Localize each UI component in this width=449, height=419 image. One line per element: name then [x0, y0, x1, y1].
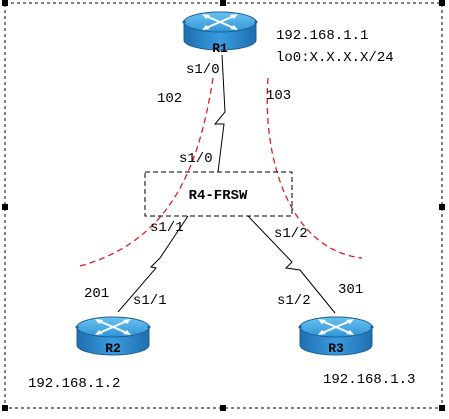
r2-ip: 192.168.1.2 [28, 376, 120, 392]
link-r1-sw [213, 54, 226, 173]
router-r1[interactable]: R1 [183, 11, 257, 56]
dlci-curve-r1-r2 [79, 77, 214, 267]
r1-interface: s1/0 [186, 62, 220, 78]
router-r3[interactable]: R3 [299, 316, 373, 356]
dlci-103: 103 [266, 88, 291, 104]
handle-top-right[interactable] [439, 0, 445, 6]
router-r2-name: R2 [105, 341, 121, 356]
sw-interface-r2: s1/1 [150, 220, 184, 236]
router-r2[interactable]: R2 [76, 316, 150, 356]
sw-interface-r1: s1/0 [179, 151, 213, 167]
r2-interface: s1/1 [133, 293, 167, 309]
handle-bottom-right[interactable] [439, 405, 445, 411]
dlci-curve-r1-r3 [266, 77, 363, 259]
handle-mid-right[interactable] [439, 204, 445, 210]
selection-handles[interactable] [2, 0, 445, 411]
handle-mid-left[interactable] [2, 204, 8, 210]
r1-ip: 192.168.1.1 [276, 28, 368, 44]
dlci-102: 102 [157, 91, 182, 107]
sw-interface-r3: s1/2 [274, 226, 308, 242]
dlci-301: 301 [338, 282, 363, 298]
handle-bottom-mid[interactable] [220, 405, 226, 411]
link-sw-r2 [117, 215, 189, 313]
link-sw-r3 [247, 215, 336, 314]
dlci-201: 201 [84, 286, 109, 302]
router-r3-name: R3 [328, 341, 344, 356]
handle-top-left[interactable] [2, 0, 8, 6]
frsw-label: R4-FRSW [189, 188, 248, 204]
handle-bottom-left[interactable] [2, 405, 8, 411]
r3-ip: 192.168.1.3 [323, 372, 415, 388]
frsw-box[interactable]: R4-FRSW [144, 171, 293, 217]
r3-interface: s1/2 [277, 293, 311, 309]
router-r1-name: R1 [212, 41, 228, 56]
r1-loopback: lo0:X.X.X.X/24 [276, 50, 394, 66]
handle-top-mid[interactable] [220, 0, 226, 6]
